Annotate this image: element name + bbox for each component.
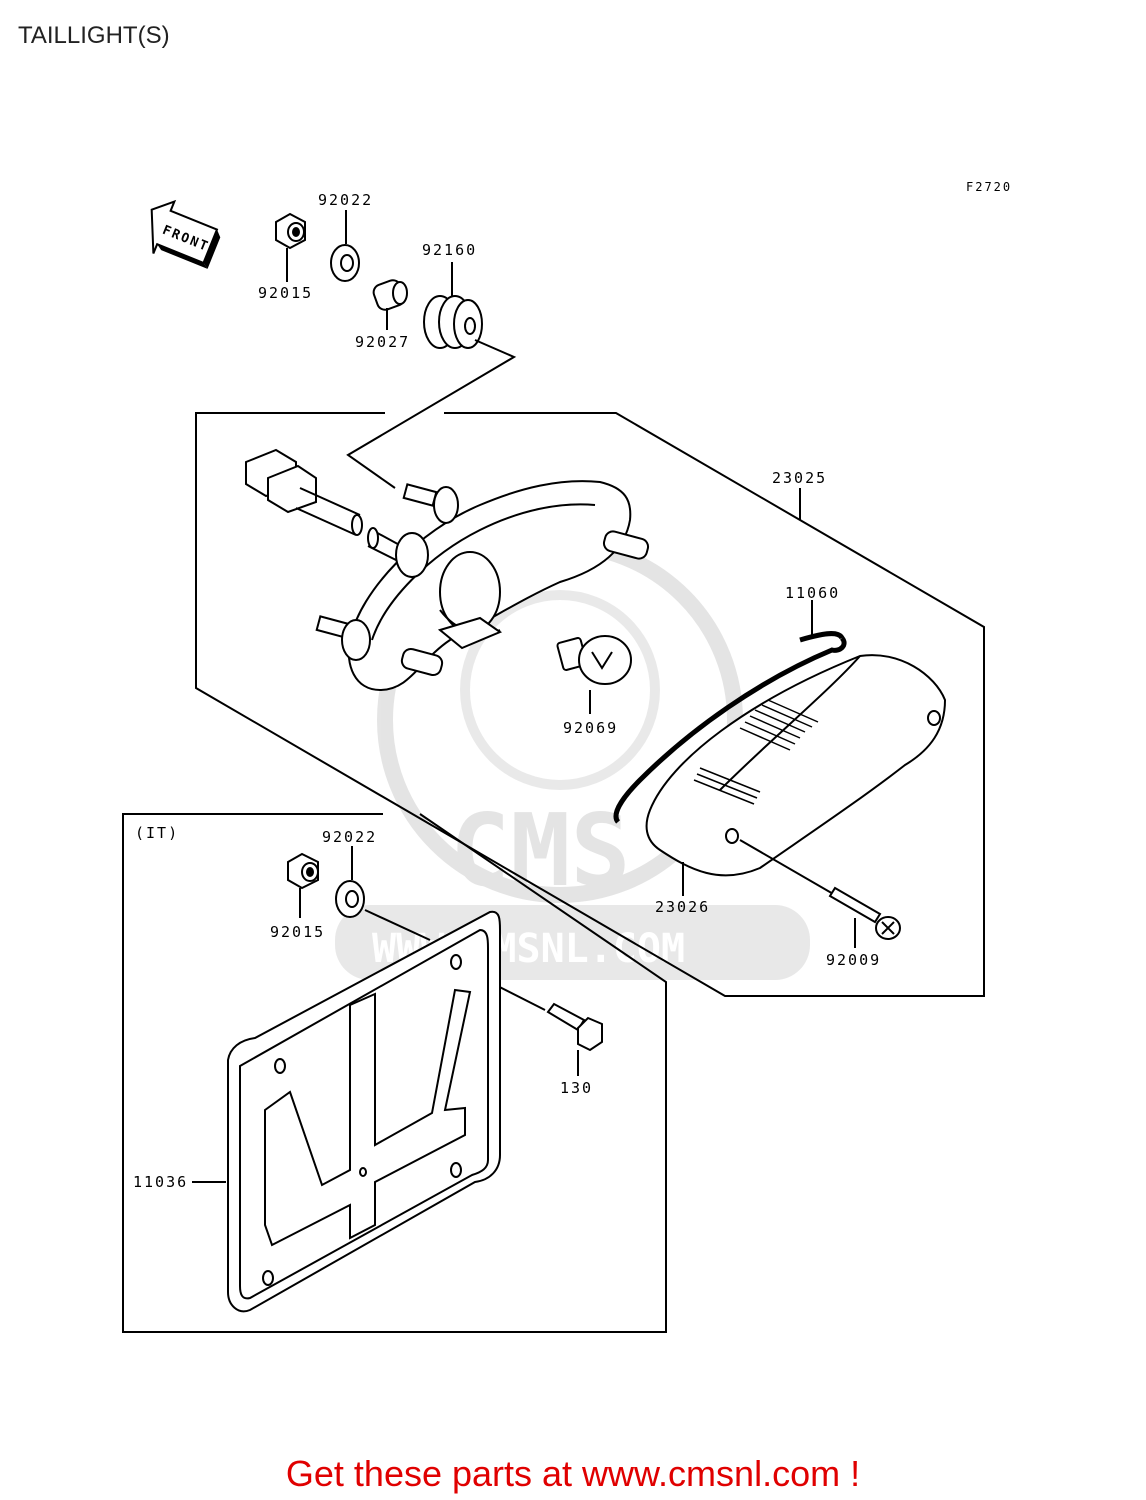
label-130: 130	[560, 1079, 593, 1097]
collar-92027	[372, 279, 408, 330]
page-title: TAILLIGHT(S)	[18, 22, 170, 49]
lens-reflector-lines	[693, 699, 819, 805]
screw-92009	[828, 886, 901, 948]
washer-92022-top	[330, 210, 360, 282]
label-92160: 92160	[422, 241, 477, 259]
label-92009: 92009	[826, 951, 881, 969]
taillight-housing	[315, 480, 650, 692]
nut-92015-it	[287, 852, 319, 918]
it-variant-label: (IT)	[135, 824, 179, 842]
label-92015-it: 92015	[270, 923, 325, 941]
label-11036: 11036	[133, 1173, 188, 1191]
bulb-92069	[556, 635, 632, 714]
label-92015-top: 92015	[258, 284, 313, 302]
call-to-action-link[interactable]: Get these parts at www.cmsnl.com !	[285, 1453, 861, 1494]
it-variant-frame	[122, 813, 667, 1333]
watermark-brand: CMS	[450, 792, 631, 909]
lens-23026	[645, 654, 947, 896]
figure-code: F2720	[966, 180, 1012, 194]
grommet-92160	[346, 262, 517, 489]
washer-92022-it	[335, 846, 431, 941]
label-92022-it: 92022	[322, 828, 377, 846]
label-92069: 92069	[563, 719, 618, 737]
label-23026: 23026	[655, 898, 710, 916]
gasket-11060	[613, 600, 847, 824]
label-11060: 11060	[785, 584, 840, 602]
label-23025: 23025	[772, 469, 827, 487]
assembly-frame-23025	[195, 412, 985, 997]
label-92022-top: 92022	[318, 191, 373, 209]
label-92027: 92027	[355, 333, 410, 351]
bracket-11036	[192, 910, 501, 1313]
connector-wire	[245, 448, 406, 563]
front-arrow-icon: FRONT	[150, 199, 221, 269]
nut-92015-top	[275, 212, 306, 282]
